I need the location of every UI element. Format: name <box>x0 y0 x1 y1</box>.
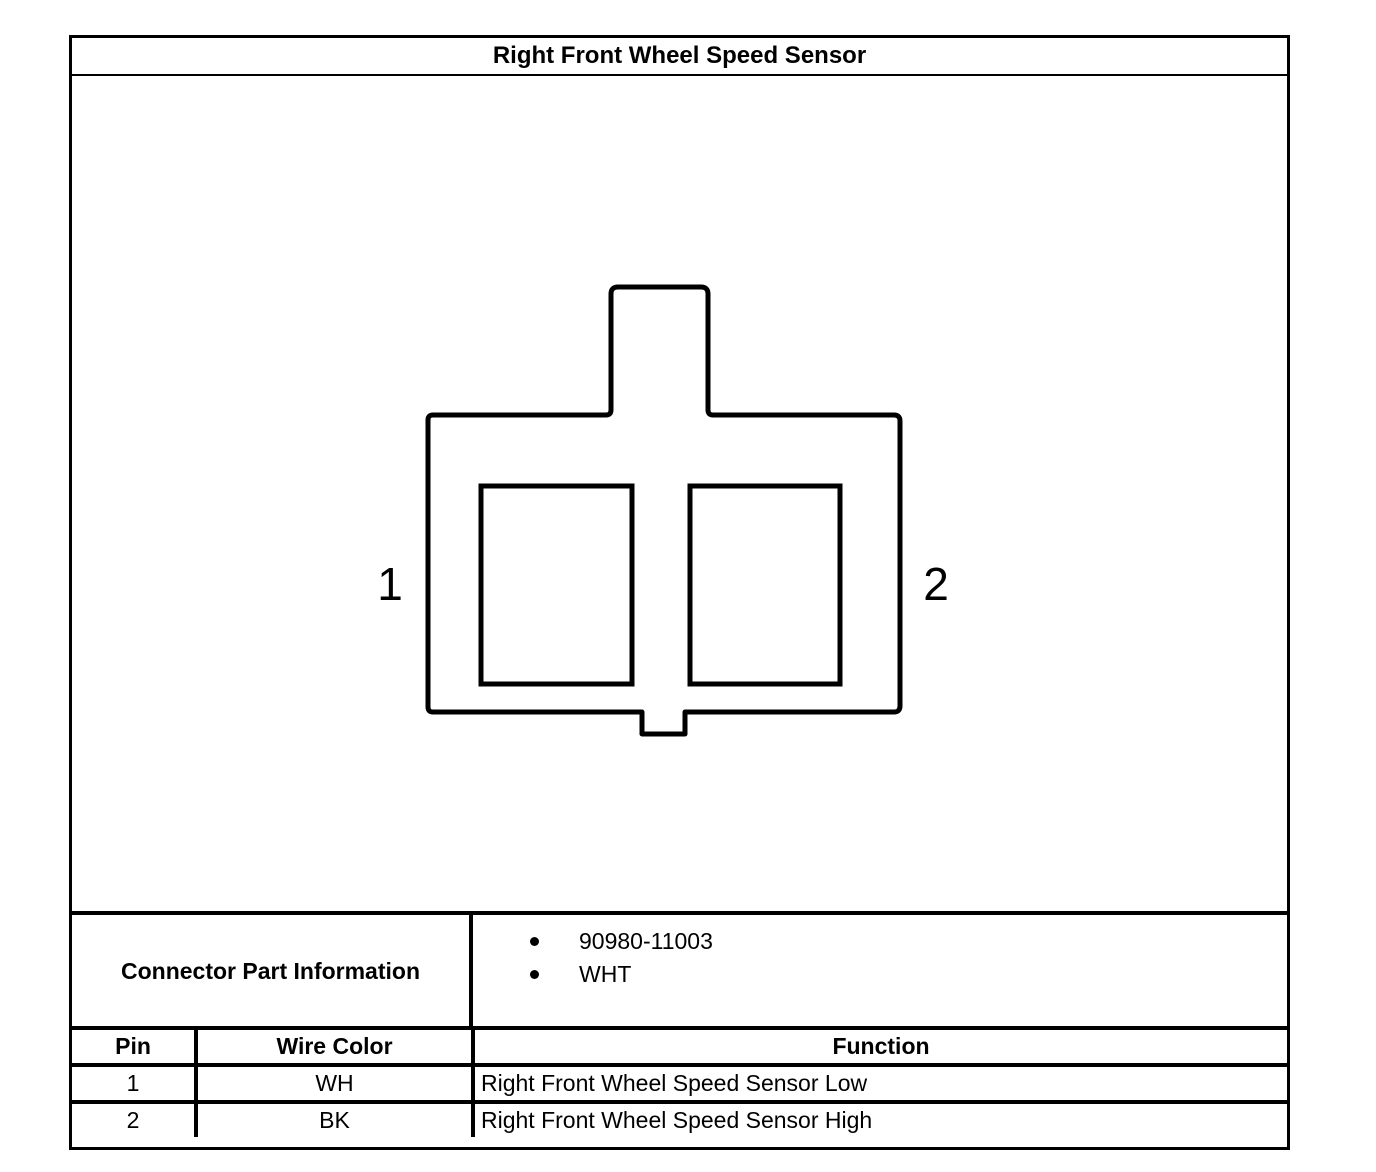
table-row: 2 BK Right Front Wheel Speed Sensor High <box>72 1100 1287 1137</box>
pin-table: Pin Wire Color Function 1 WH Right Front… <box>72 1026 1287 1137</box>
pin-cavity-2 <box>687 483 843 687</box>
pin-cavity-1 <box>478 483 635 687</box>
page-title: Right Front Wheel Speed Sensor <box>72 38 1287 76</box>
connector-part-info-row: Connector Part Information 90980-11003 W… <box>72 911 1287 1028</box>
pin-label-1: 1 <box>377 558 403 610</box>
connector-part-info-list: 90980-11003 WHT <box>473 915 1287 1038</box>
table-row: 1 WH Right Front Wheel Speed Sensor Low <box>72 1063 1287 1104</box>
connector-face-drawing: 1 2 <box>377 284 949 737</box>
bullet-icon <box>530 970 539 979</box>
wire-color: BK <box>194 1100 475 1137</box>
part-info-item: WHT <box>473 958 1287 991</box>
pin-function: Right Front Wheel Speed Sensor Low <box>471 1063 1287 1104</box>
connector-color: WHT <box>579 961 632 987</box>
connector-part-info-label: Connector Part Information <box>72 915 473 1028</box>
connector-body-outline <box>425 284 903 737</box>
header-function: Function <box>471 1026 1287 1067</box>
header-pin: Pin <box>72 1026 198 1067</box>
wire-color: WH <box>194 1063 475 1104</box>
part-info-item: 90980-11003 <box>473 925 1287 958</box>
pin-number: 1 <box>72 1063 198 1104</box>
pin-function: Right Front Wheel Speed Sensor High <box>471 1100 1287 1137</box>
pin-number: 2 <box>72 1100 198 1137</box>
pin-table-header: Pin Wire Color Function <box>72 1026 1287 1067</box>
bullet-icon <box>530 937 539 946</box>
pin-label-2: 2 <box>923 558 949 610</box>
connector-sheet: Right Front Wheel Speed Sensor 1 2 Conne… <box>69 35 1290 1150</box>
connector-diagram: 1 2 <box>72 76 1287 911</box>
header-wire-color: Wire Color <box>194 1026 475 1067</box>
part-number: 90980-11003 <box>579 928 713 954</box>
